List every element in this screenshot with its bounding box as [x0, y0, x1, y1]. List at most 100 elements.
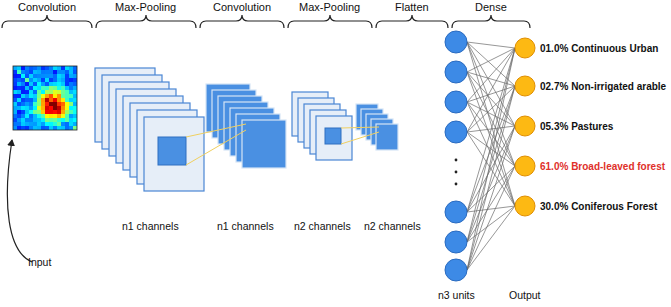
dense-connection: [467, 42, 515, 48]
dense-connection: [467, 86, 515, 102]
heatmap-cell: [17, 126, 21, 130]
heatmap-cell: [17, 74, 21, 78]
heatmap-cell: [45, 82, 49, 86]
layer-label: Max-Pooling: [115, 1, 176, 14]
heatmap-cell: [61, 86, 65, 90]
heatmap-cell: [29, 122, 33, 126]
heatmap-cell: [21, 110, 25, 114]
heatmap-cell: [45, 86, 49, 90]
heatmap-cell: [17, 90, 21, 94]
heatmap-cell: [37, 122, 41, 126]
feature-map: [242, 120, 286, 168]
ellipsis-dot: [455, 159, 458, 162]
heatmap-cell: [21, 74, 25, 78]
heatmap-cell: [25, 106, 29, 110]
heatmap-cell: [61, 66, 65, 70]
heatmap-cell: [41, 118, 45, 122]
heatmap-cell: [57, 94, 61, 98]
channel-label: n2 channels: [294, 220, 351, 233]
heatmap-cell: [53, 122, 57, 126]
heatmap-cell: [53, 110, 57, 114]
heatmap-cell: [13, 66, 17, 70]
heatmap-cell: [57, 70, 61, 74]
heatmap-cell: [25, 90, 29, 94]
heatmap-cell: [53, 74, 57, 78]
class-label: 02.7% Non-irrigated arable: [540, 80, 666, 93]
heatmap-cell: [65, 86, 69, 90]
heatmap-cell: [49, 102, 53, 106]
heatmap-cell: [45, 78, 49, 82]
heatmap-cell: [25, 114, 29, 118]
heatmap-cell: [53, 82, 57, 86]
heatmap-cell: [61, 82, 65, 86]
heatmap-cell: [21, 82, 25, 86]
heatmap-cell: [73, 106, 77, 110]
channel-label: n1 channels: [217, 220, 274, 233]
heatmap-cell: [33, 82, 37, 86]
heatmap-cell: [21, 106, 25, 110]
heatmap-cell: [41, 114, 45, 118]
heatmap-cell: [29, 90, 33, 94]
flatten-unit: [445, 259, 467, 281]
heatmap-cell: [69, 82, 73, 86]
heatmap-cell: [41, 106, 45, 110]
heatmap-cell: [25, 102, 29, 106]
heatmap-cell: [21, 94, 25, 98]
flatten-unit: [445, 61, 467, 83]
heatmap-cell: [53, 118, 57, 122]
heatmap-cell: [49, 122, 53, 126]
input-arrow: [7, 140, 32, 262]
heatmap-cell: [37, 110, 41, 114]
curly-brace: [96, 15, 196, 28]
heatmap-cell: [69, 106, 73, 110]
heatmap-cell: [41, 122, 45, 126]
heatmap-cell: [65, 98, 69, 102]
heatmap-cell: [45, 74, 49, 78]
layer-label: Convolution: [18, 1, 76, 14]
projection-line: [341, 127, 379, 128]
heatmap-cell: [65, 110, 69, 114]
heatmap-cell: [69, 78, 73, 82]
dense-connection: [467, 86, 515, 270]
heatmap-cell: [29, 110, 33, 114]
heatmap-cell: [53, 126, 57, 130]
heatmap-cell: [37, 78, 41, 82]
heatmap-cell: [37, 114, 41, 118]
heatmap-cell: [29, 74, 33, 78]
heatmap-cell: [65, 78, 69, 82]
heatmap-cell: [53, 86, 57, 90]
heatmap-cell: [69, 122, 73, 126]
heatmap-cell: [69, 98, 73, 102]
heatmap-cell: [73, 90, 77, 94]
dense-connection: [467, 42, 515, 86]
heatmap-cell: [65, 126, 69, 130]
heatmap-cell: [49, 86, 53, 90]
heatmap-cell: [41, 66, 45, 70]
heatmap-cell: [45, 94, 49, 98]
heatmap-cell: [49, 114, 53, 118]
class-label: 30.0% Coniferous Forest: [540, 200, 657, 213]
curly-brace: [2, 15, 92, 28]
heatmap-cell: [65, 70, 69, 74]
heatmap-cell: [61, 122, 65, 126]
heatmap-cell: [45, 102, 49, 106]
output-unit: [515, 116, 535, 136]
heatmap-cell: [13, 102, 17, 106]
heatmap-cell: [33, 78, 37, 82]
heatmap-cell: [45, 90, 49, 94]
heatmap-cell: [29, 114, 33, 118]
feature-maps: [95, 68, 398, 191]
heatmap-cell: [41, 70, 45, 74]
heatmap-cell: [73, 66, 77, 70]
heatmap-cell: [41, 110, 45, 114]
heatmap-cell: [57, 118, 61, 122]
heatmap-cell: [13, 74, 17, 78]
heatmap-cell: [21, 114, 25, 118]
heatmap-cell: [57, 110, 61, 114]
heatmap-cell: [45, 122, 49, 126]
heatmap-cell: [13, 86, 17, 90]
heatmap-cell: [69, 102, 73, 106]
feature-map: [144, 117, 204, 191]
heatmap-cell: [57, 74, 61, 78]
dense-connection: [467, 126, 515, 242]
